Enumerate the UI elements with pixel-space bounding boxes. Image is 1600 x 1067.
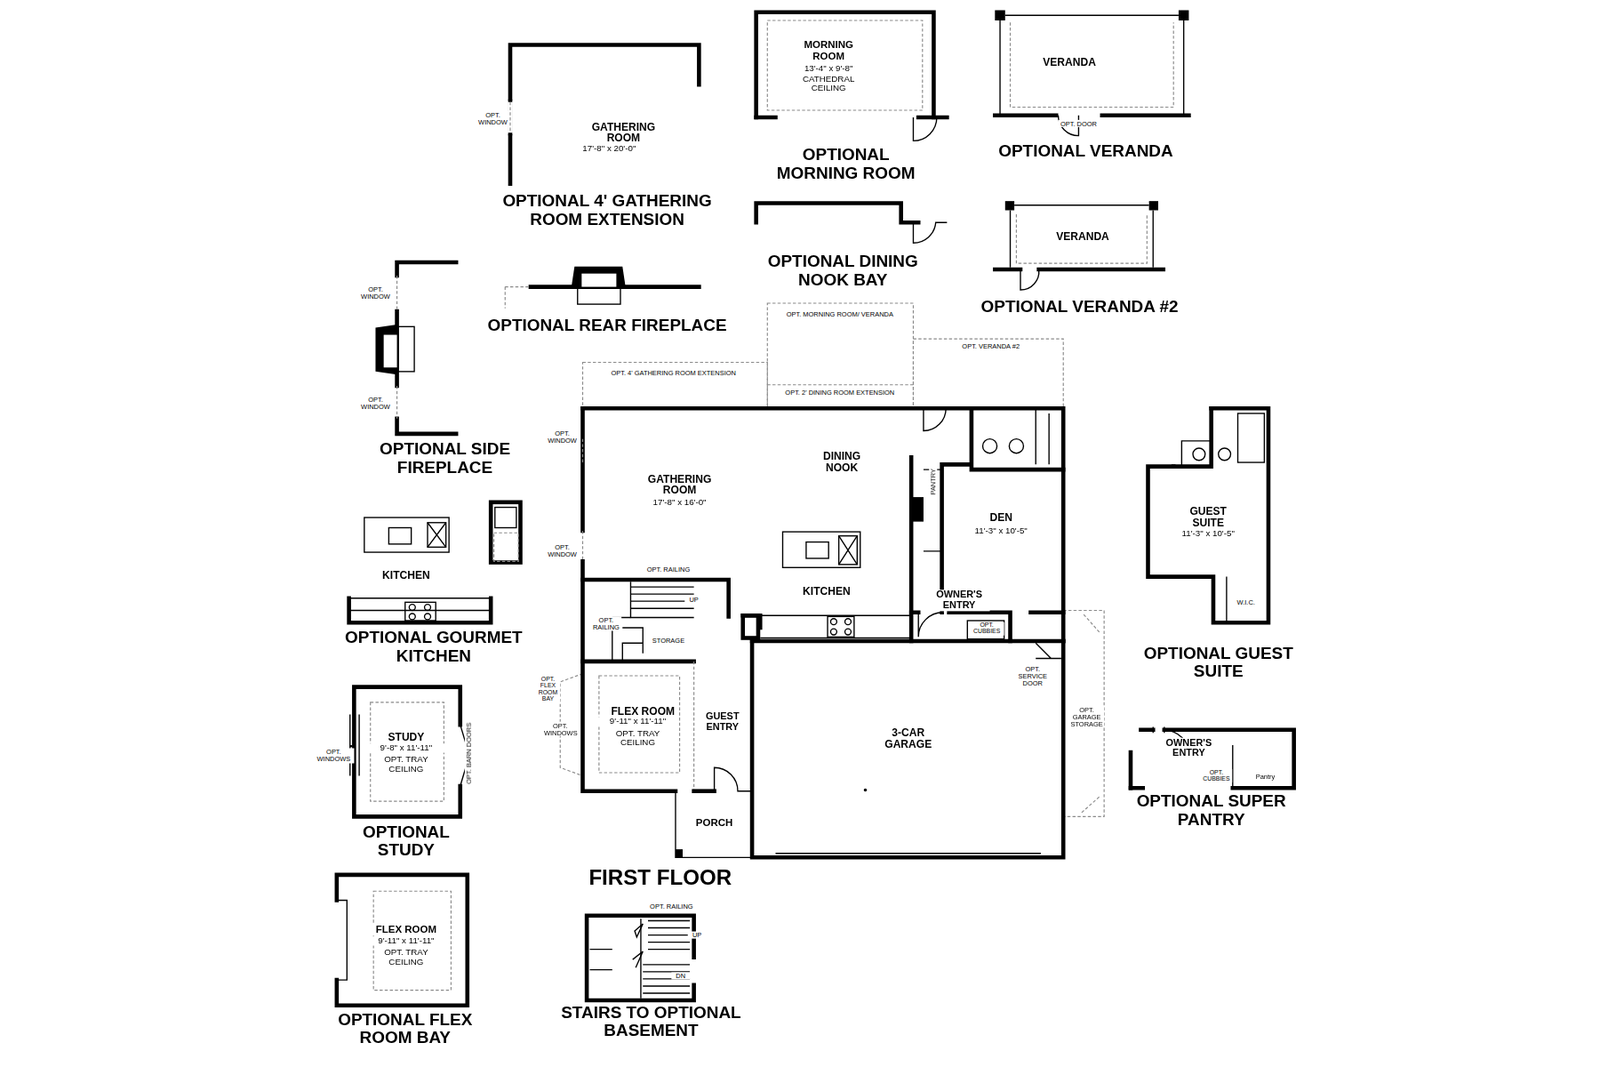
plan-label: OPT. RAILING xyxy=(638,566,700,574)
plan-label: PORCH xyxy=(688,817,740,829)
plan-label: OPT. TRAY CEILING xyxy=(377,947,435,967)
plan-label: OPT. MORNING ROOM/ VERANDA xyxy=(784,311,896,319)
plan-label: GUEST ENTRY xyxy=(700,711,746,733)
plan-label: OPTIONAL SIDE FIREPLACE xyxy=(373,440,517,477)
plan-label: UP xyxy=(688,931,707,939)
plan-label: OPT. DOOR xyxy=(1057,120,1099,128)
plan-label: DINING NOOK xyxy=(815,450,869,474)
plan-label: VERANDA xyxy=(1047,231,1119,243)
plan-label: FLEX ROOM xyxy=(607,705,679,718)
plan-label: PANTRY xyxy=(928,459,936,505)
plan-label: 9'-11" x 11'-11" xyxy=(597,716,680,727)
plan-label: STAIRS TO OPTIONAL BASEMENT xyxy=(538,1003,764,1040)
plan-label: FLEX ROOM xyxy=(370,924,442,936)
plan-label: OPTIONAL GOURMET KITCHEN xyxy=(342,628,527,665)
plan-label: OPT. RAILING xyxy=(640,902,703,910)
plan-label: OPT. VERANDA #2 xyxy=(950,342,1032,350)
plan-label: OPT. CUBBIES xyxy=(1200,768,1232,783)
plan-label: OPT. FLEX ROOM BAY xyxy=(536,675,561,703)
plan-label: Pantry xyxy=(1248,773,1283,781)
plan-label: OPT. 2' DINING ROOM EXTENSION xyxy=(773,388,906,396)
plan-label: OPTIONAL SUPER PANTRY xyxy=(1109,792,1314,829)
plan-label: STORAGE xyxy=(643,636,693,644)
plan-label: OPTIONAL VERANDA #2 xyxy=(967,297,1192,316)
plan-label: KITCHEN xyxy=(791,584,863,597)
plan-label: 11'-3" x 10'-5" xyxy=(955,526,1048,536)
plan-label: OPT. WINDOW xyxy=(544,429,580,444)
plan-label: OPT. WINDOW xyxy=(544,543,580,558)
plan-label: OPTIONAL REAR FIREPLACE xyxy=(474,316,740,335)
plan-label: 11'-3" x 10'-5" xyxy=(1162,528,1255,539)
plan-label: W.I.C. xyxy=(1228,598,1264,606)
plan-label: OPTIONAL STUDY xyxy=(344,823,468,860)
plan-label: DEN xyxy=(980,512,1022,524)
plan-label: OPT. GARAGE STORAGE xyxy=(1069,705,1104,728)
plan-label: OPT. TRAY CEILING xyxy=(608,728,666,747)
plan-label: OPT. TRAY CEILING xyxy=(377,754,435,774)
plan-label: OPT. WINDOWS xyxy=(312,747,354,762)
plan-label: 13'-4" x 9'-8" xyxy=(787,64,870,74)
plan-label: OPTIONAL DINING NOOK BAY xyxy=(756,252,930,289)
plan-label: OPT. SERVICE DOOR xyxy=(1012,664,1054,687)
plan-label: OPTIONAL FLEX ROOM BAY xyxy=(318,1010,492,1048)
plan-label: OPTIONAL VERANDA xyxy=(984,142,1189,160)
plan-label: OPT. 4' GATHERING ROOM EXTENSION xyxy=(586,368,760,376)
plan-label: OPT. WINDOW xyxy=(476,111,510,126)
plan-label: UP xyxy=(684,595,704,603)
plan-label: OPT. WINDOW xyxy=(358,285,393,300)
plan-label: OPTIONAL 4' GATHERING ROOM EXTENSION xyxy=(480,192,736,229)
plan-label: 9'-11" x 11'-11" xyxy=(365,936,448,946)
plan-label: KITCHEN xyxy=(370,569,442,582)
plan-label: VERANDA xyxy=(1033,56,1105,69)
plan-label: 17'-8" x 16'-0" xyxy=(633,497,726,508)
plan-label: 17'-8" x 20'-0" xyxy=(563,144,656,154)
plan-label: 9'-8" x 11'-11" xyxy=(365,743,448,753)
plan-label: GUEST SUITE xyxy=(1184,505,1233,529)
plan-label: STUDY xyxy=(377,730,435,743)
plan-label: OPT. WINDOWS xyxy=(543,721,578,736)
plan-label: OWNER'S ENTRY xyxy=(928,589,991,611)
plan-label: OPTIONAL MORNING ROOM xyxy=(759,145,933,183)
plan-label: OWNER'S ENTRY xyxy=(1158,737,1220,760)
plan-label: OPT. CUBBIES xyxy=(969,622,1005,636)
plan-label: OPTIONAL GUEST SUITE xyxy=(1126,644,1311,681)
plan-label: OPT. WINDOW xyxy=(358,395,393,410)
plan-title: FIRST FLOOR xyxy=(558,865,763,889)
plan-label: OPT. BARN DOORS xyxy=(464,715,472,792)
plan-label: GATHERING ROOM xyxy=(587,120,659,144)
plan-label: DN xyxy=(671,971,690,979)
plan-label: GATHERING ROOM xyxy=(643,472,715,496)
plan-label: MORNING ROOM xyxy=(801,40,856,63)
plan-label: CATHEDRAL CEILING xyxy=(798,74,860,94)
plan-label: 3-CAR GARAGE xyxy=(877,727,939,751)
plan-label: OPT. RAILING xyxy=(591,616,622,631)
